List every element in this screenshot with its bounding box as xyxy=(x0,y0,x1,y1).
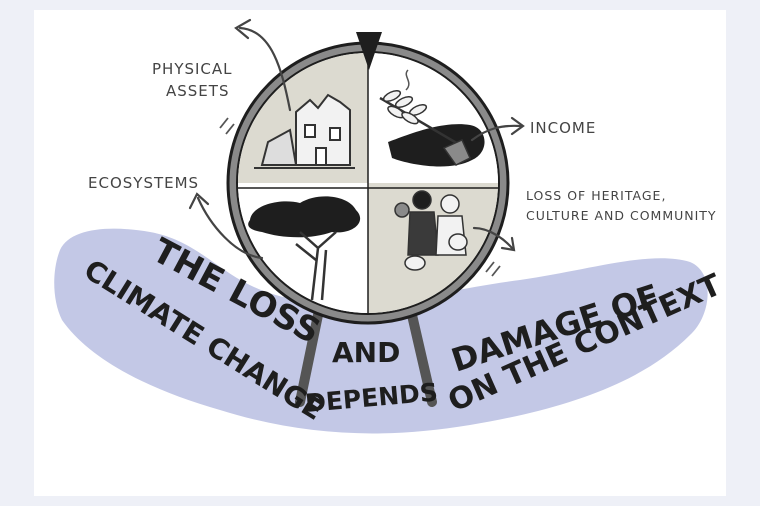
label-heritage-2: CULTURE AND COMMUNITY xyxy=(526,208,717,223)
wheel xyxy=(226,41,510,325)
arrow-heritage xyxy=(472,226,514,250)
arrow-physical-assets xyxy=(238,26,292,112)
arrow-income-head xyxy=(510,116,525,136)
tree-icon xyxy=(248,196,361,301)
arrow-ecosystems xyxy=(196,196,264,260)
easel-leg-left xyxy=(295,310,323,407)
label-physical-assets-2: ASSETS xyxy=(166,82,229,100)
banner-text-and: AND xyxy=(332,336,400,369)
people-icon xyxy=(394,190,468,271)
label-income: INCOME xyxy=(530,119,596,137)
label-physical-assets-1: PHYSICAL xyxy=(152,60,233,78)
wheel-pointer xyxy=(356,32,382,70)
label-heritage-1: LOSS OF HERITAGE, xyxy=(526,188,666,203)
label-ecosystems: ECOSYSTEMS xyxy=(88,174,199,192)
ruined-house-icon xyxy=(254,93,355,169)
arrows xyxy=(188,18,525,260)
arrow-ecosystems-head xyxy=(188,192,210,210)
arrow-heritage-head xyxy=(500,236,516,252)
arrow-income xyxy=(470,124,522,142)
motion-lines xyxy=(219,117,501,277)
arrow-physical-assets-head xyxy=(234,18,252,40)
banner-blob xyxy=(54,228,708,434)
easel-leg-right xyxy=(407,310,437,407)
income-icon xyxy=(379,69,485,167)
